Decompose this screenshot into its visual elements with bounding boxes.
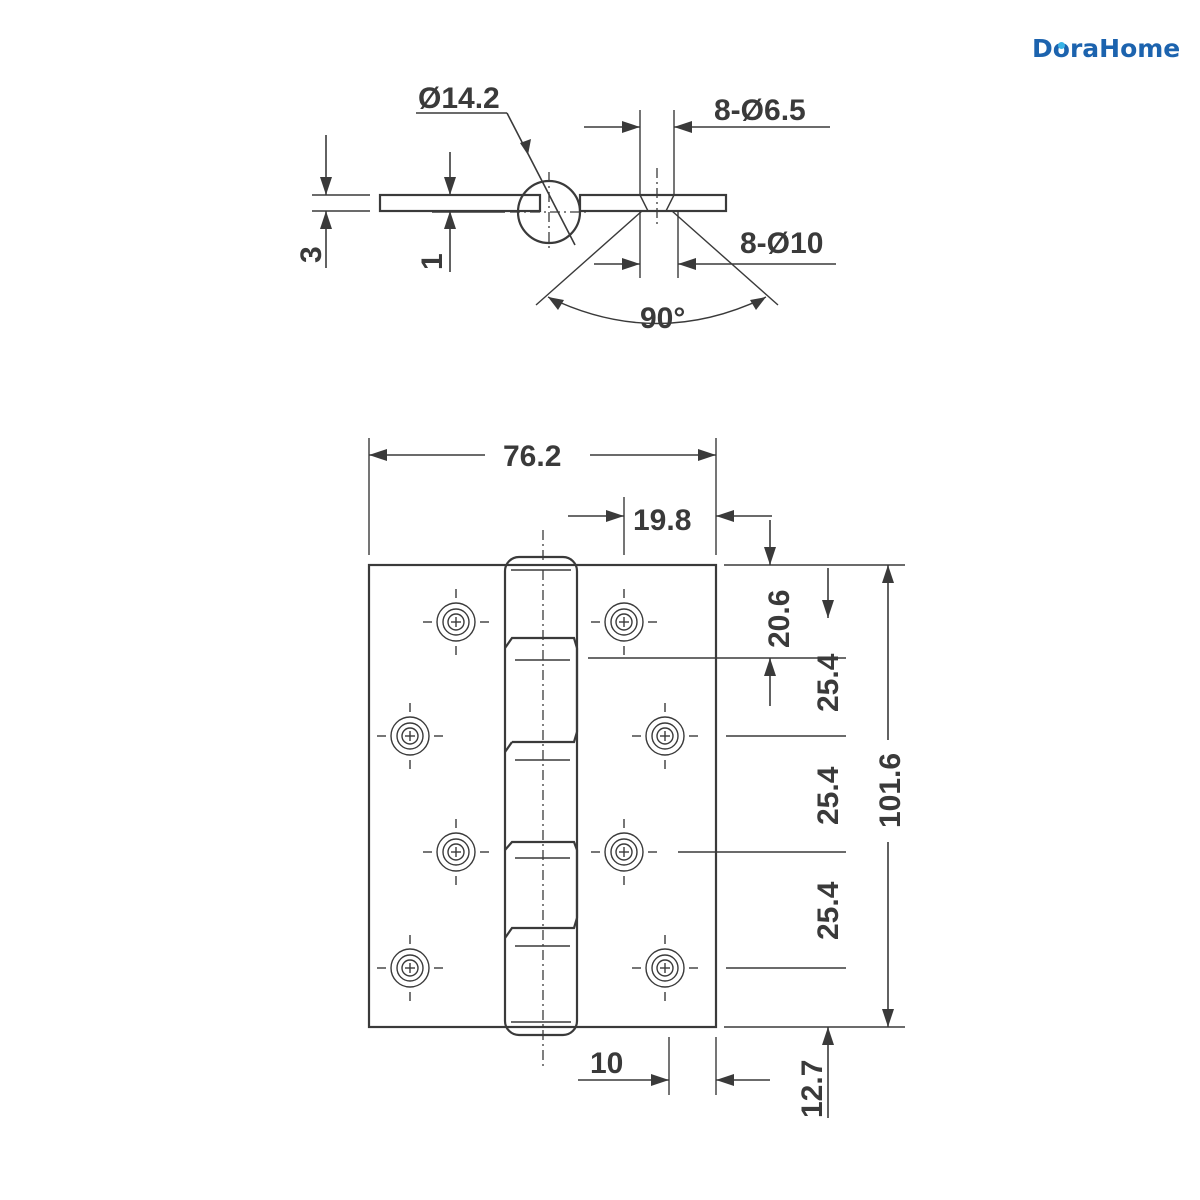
- bottom-offset-label: 12.7: [796, 1060, 829, 1118]
- top-offset-label: 20.6: [763, 590, 796, 648]
- screw-hole-label: 8-Ø6.5: [714, 94, 806, 127]
- pitch-2-label: 25.4: [812, 766, 845, 825]
- knuckle-barrel: [503, 555, 579, 1037]
- overall-height-label: 101.6: [874, 753, 907, 828]
- hole-offset-right-label: 19.8: [633, 504, 691, 537]
- pitch-1-label: 25.4: [812, 653, 845, 712]
- overall-width-label: 76.2: [503, 440, 561, 473]
- leaf-thickness-label: 3: [295, 246, 328, 263]
- front-view: 76.2 19.8 10 20.6 25.4 25.4 25.4 101.6 1…: [367, 438, 907, 1118]
- countersink-label: 8-Ø10: [740, 227, 823, 260]
- countersink-angle-label: 90°: [640, 302, 685, 335]
- pitch-3-label: 25.4: [812, 881, 845, 940]
- gap-label: 1: [416, 253, 449, 270]
- left-leaf-section: [378, 193, 542, 213]
- brand-logo: DoraHome: [1032, 34, 1181, 63]
- knuckle-diameter-label: Ø14.2: [418, 82, 500, 115]
- hole-offset-bottom-label: 10: [590, 1047, 623, 1080]
- right-leaf-section: [578, 193, 728, 213]
- side-view: Ø14.2 8-Ø6.5 8-Ø10 90° 3 1: [295, 82, 836, 335]
